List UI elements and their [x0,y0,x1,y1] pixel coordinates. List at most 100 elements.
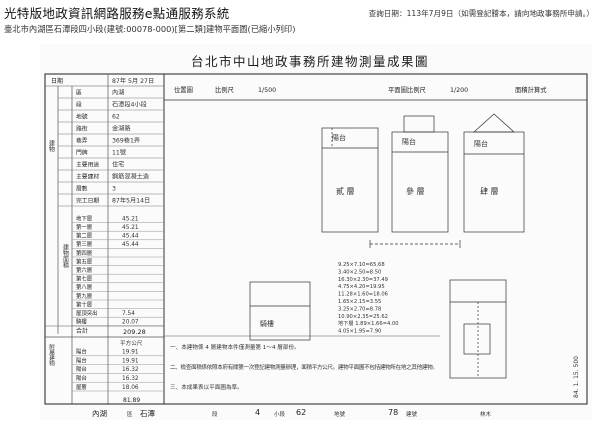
annex-label: 屋簷 [76,383,87,391]
property-row-value: 石潭段4小段 [112,101,147,109]
footer-district: 內湖 [92,409,107,418]
calc-line: 4.05×1.95=7.90 [338,329,381,335]
note-line: 三、本成果表以平面圖為準。 [170,383,243,391]
calc-line: 16.30×2.30=37.49 [338,277,388,283]
annex-value: 18.06 [122,385,139,391]
floor-value: 45.44 [122,242,139,248]
annex-value: 19.91 [122,358,139,364]
annex-unit-header: 平方公尺 [120,339,143,347]
footer-section-suffix: 段 [212,410,218,418]
property-row-label: 路街 [76,125,88,133]
property-row-value: 87年5月14日 [112,197,150,205]
room-label: 騎樓 [260,319,274,328]
scale-right-label: 平面圖比例尺 [388,85,426,94]
calc-line: 3.40×2.50=8.50 [338,269,381,275]
floor-label: 第一層 [76,223,92,231]
calc-line: 地下層 1.89×1.66=4.00 [338,319,399,327]
floor-label: 地下層 [76,214,92,222]
scale-right-value: 1/200 [450,87,468,94]
property-row-label: 完工日期 [76,197,99,205]
property-row-value: 369巷1弄 [112,138,140,145]
floor-plan-sketches [249,113,525,379]
property-row-value: 62 [112,114,120,121]
floor-label: 第五層 [76,257,92,265]
survey-drawing: 台北市中山地政事務所建物測量成果圖 日期 87年 5月 27日 區內湖段石潭段4… [44,54,588,418]
annex-label: 陽台 [76,356,87,364]
scale-left-label: 比例尺 [215,85,235,94]
property-row-value: 11號 [112,149,126,157]
footer-subsection-suffix: 小段 [274,410,286,418]
floor-label: 第七層 [76,275,92,283]
floor-label: 騎樓 [76,318,87,326]
floor-label: 第四層 [76,249,92,257]
floor-value: 45.21 [122,225,139,231]
property-row-value: 住宅 [112,161,124,169]
section-label-property: 建物 [48,139,55,153]
property-row-label: 段 [76,101,82,109]
survey-document: 台北市中山地政事務所建物測量成果圖 日期 87年 5月 27日 區內湖段石潭段4… [40,44,592,420]
document-subtitle: 臺北市內湖區石潭段四小段(建號:00078-000)[第二類]建物平面圖(已縮小… [4,24,296,34]
floor-value: 45.44 [122,234,139,240]
property-row-value: 內湖 [112,89,124,97]
floor-label: 第六層 [76,266,92,274]
property-row-value: 金湖路 [112,125,131,133]
property-row-label: 主要建材 [76,173,99,181]
annex-total: 81.89 [123,397,140,404]
footer-lot-suffix: 地號 [334,410,346,418]
property-row-label: 巷弄 [76,137,88,145]
annex-label: 陽台 [76,374,87,382]
footer-building: 78 [388,408,398,417]
section-label-annex: 附屬建物 [48,343,55,368]
floor-label: 屋頂突出 [76,309,98,317]
total-value: 209.28 [123,328,146,336]
annex-value: 19.91 [122,350,139,356]
location-label: 位置圖 [174,85,193,94]
footer-subsection: 4 [255,408,260,417]
footer-lot: 62 [296,408,306,417]
note-line: 一、本建物係 4 層建物本件僅測量第 1～4 層部份。 [170,343,300,351]
property-row-label: 門牌 [76,149,88,157]
room-label: 肆 層 [480,186,499,196]
floor-value: 20.07 [122,320,139,326]
date-stamp: 84. 1. 15. 500 [573,356,580,398]
brand-title: 光特版地政資訊網路服務e點通服務系統 [4,6,230,21]
property-row-label: 層數 [76,185,88,193]
footer-section: 石潭 [140,409,155,418]
notes: 一、本建物係 4 層建物本件僅測量第 1～4 層部份。二、檢查面積係依照本府有關… [170,343,438,391]
scale-left-value: 1/500 [258,87,276,94]
calc-line: 1.65×2.15=3.55 [338,299,381,305]
floor-value: 7.54 [122,311,135,317]
calc-line: 11.28×1.60=18.06 [338,292,388,298]
room-label: 陽台 [402,137,416,146]
floor-label: 第九層 [76,292,92,300]
annex-label: 陽台 [76,365,87,373]
property-row-label: 主要用途 [76,161,99,169]
section-label-building: 建物面積 [62,243,69,269]
calc-line: 10.90×2.35=25.62 [338,314,388,320]
room-label: 陽台 [474,139,488,148]
footer-unit-suffix: 林木 [480,410,492,418]
calc-line: 9.25×7.10=65.68 [338,262,385,268]
calc-label: 面積計算式 [515,85,547,94]
annex-value: 16.32 [122,376,139,382]
property-row-label: 區 [76,90,82,97]
floor-value: 45.21 [122,216,139,222]
property-row-value: 鋼筋混凝土造 [112,173,149,181]
annex-label: 陽台 [76,348,87,356]
date-value: 87年 5月 27日 [112,77,154,85]
total-label: 合計 [76,327,88,335]
calc-line: 3.25×2.70=8.78 [338,306,381,312]
note-line: 二、檢查面積係依照本府有關第一次登記建物測量辦理，面積平方公尺。建物平面圖不包括… [170,363,438,371]
floor-label: 第二層 [76,232,92,240]
annex-value: 16.32 [122,367,139,373]
document-title: 台北市中山地政事務所建物測量成果圖 [191,54,429,69]
area-calculations: 9.25×7.10=65.683.40×2.50=8.50 16.30×2.30=… [338,262,399,335]
page-header: 光特版地政資訊網路服務e點通服務系統 查詢日期：113年7月9日（如需登記謄本，… [0,0,600,38]
property-row-value: 3 [112,186,116,193]
floor-label: 第八層 [76,283,92,291]
floor-label: 第三層 [76,240,92,248]
query-date: 查詢日期：113年7月9日（如需登記謄本，請向地政事務所申請。） [368,9,594,18]
calc-line: 4.75×4.20=19.95 [338,284,385,290]
room-label: 貳 層 [336,186,355,196]
